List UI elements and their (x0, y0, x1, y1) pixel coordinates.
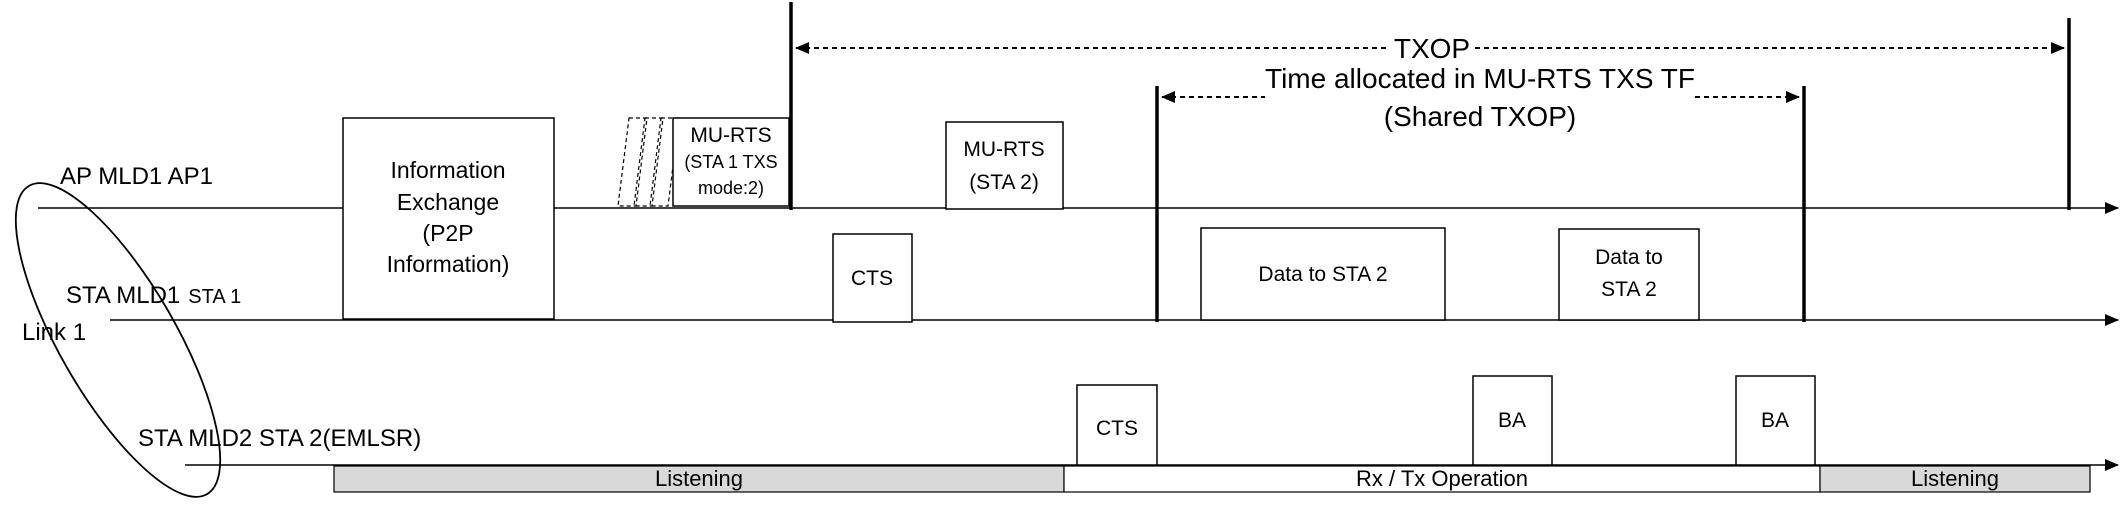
svg-text:(STA 1 TXS: (STA 1 TXS (684, 152, 777, 172)
svg-text:(P2P: (P2P (422, 220, 473, 246)
cts-sta1-frame: CTS (832, 233, 913, 323)
svg-text:Information: Information (390, 157, 505, 183)
svg-text:Data to STA 2: Data to STA 2 (1258, 263, 1387, 286)
time-allocated-label: Time allocated in MU-RTS TXS TF (1265, 63, 1695, 94)
shared-txop-label: (Shared TXOP) (1384, 101, 1576, 132)
listening-segment-2 (1819, 465, 2091, 493)
svg-text:mode:2): mode:2) (698, 178, 764, 198)
status-bar: Listening Rx / Tx Operation Listening (333, 465, 2091, 493)
row-label-ap1: AP MLD1 AP1 (60, 163, 213, 190)
mu-rts-sta1-frame: MU-RTS (STA 1 TXS mode:2) (672, 117, 790, 207)
txop-label: TXOP (1394, 33, 1470, 64)
data-to-sta2-frame-1: Data to STA 2 (1200, 227, 1446, 321)
mu-rts-sta2-frame: MU-RTS (STA 2) (945, 121, 1064, 210)
svg-text:Exchange: Exchange (397, 189, 499, 215)
svg-text:MU-RTS: MU-RTS (690, 124, 771, 147)
svg-text:STA 2: STA 2 (1601, 278, 1657, 301)
svg-text:(STA 2): (STA 2) (969, 171, 1039, 194)
svg-text:BA: BA (1498, 409, 1526, 432)
svg-text:MU-RTS: MU-RTS (963, 138, 1044, 161)
svg-text:CTS: CTS (851, 267, 893, 290)
row-label-link: Link 1 (22, 319, 86, 346)
ba-frame-2: BA (1735, 375, 1816, 466)
svg-text:BA: BA (1761, 409, 1789, 432)
listening-label-1: Listening (655, 466, 743, 491)
listening-segment-1 (333, 465, 1065, 493)
rx-tx-segment (1063, 465, 1821, 493)
cts-sta2-frame: CTS (1076, 384, 1158, 466)
rx-tx-label: Rx / Tx Operation (1356, 466, 1528, 491)
svg-text:Data to: Data to (1595, 246, 1663, 269)
svg-text:CTS: CTS (1096, 417, 1138, 440)
listening-label-2: Listening (1911, 466, 1999, 491)
backoff-slots (617, 117, 680, 207)
data-to-sta2-frame-2: Data to STA 2 (1558, 228, 1700, 321)
ba-frame-1: BA (1472, 375, 1553, 466)
link-ellipse (14, 182, 222, 498)
row-label-sta2: STA MLD2 STA 2(EMLSR) (138, 425, 421, 452)
information-exchange-frame: Information Exchange (P2P Information) (342, 117, 555, 320)
svg-text:Information): Information) (387, 251, 510, 277)
